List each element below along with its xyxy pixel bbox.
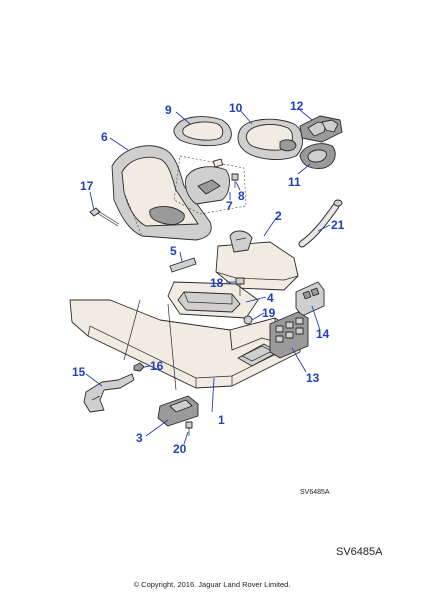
window-switch-part — [299, 115, 343, 143]
callout-18: 18 — [210, 276, 224, 290]
mirror-switch-part — [299, 143, 336, 169]
clip-part — [169, 257, 197, 273]
callout-6: 6 — [101, 130, 108, 144]
callout-21: 21 — [331, 218, 345, 232]
reference-code: SV6485A — [336, 546, 383, 558]
screw-small-part — [185, 421, 193, 436]
callout-8: 8 — [238, 189, 245, 203]
vent-panel-part — [269, 311, 309, 359]
bracket-part — [83, 373, 135, 413]
callout-16: 16 — [150, 359, 164, 373]
callout-12: 12 — [290, 99, 304, 113]
auxiliary-switch-panel-part — [295, 281, 325, 317]
callout-7: 7 — [226, 199, 233, 213]
retaining-clip-part — [243, 315, 253, 325]
callout-labels: 1 2 3 4 5 6 7 8 9 10 11 12 13 14 15 16 1… — [72, 99, 345, 456]
gear-selector-bezel-part — [111, 145, 212, 241]
callout-3: 3 — [136, 431, 143, 445]
callout-13: 13 — [306, 371, 320, 385]
callout-19: 19 — [262, 306, 276, 320]
bolt-part — [89, 207, 120, 227]
copyright-notice: © Copyright, 2016. Jaguar Land Rover Lim… — [133, 580, 291, 589]
gear-selector-assembly-part — [173, 155, 247, 215]
callout-14: 14 — [316, 327, 330, 341]
leader-lines — [85, 109, 331, 445]
callout-5: 5 — [170, 244, 177, 258]
switch-pack-bezel-part — [237, 118, 303, 160]
nut-part — [133, 362, 145, 372]
diagram-reference-code: SV6485A — [300, 489, 330, 496]
upper-trim-bezel-part — [173, 116, 232, 147]
hose-part — [298, 199, 343, 248]
console-body-part — [69, 299, 301, 389]
callout-15: 15 — [72, 365, 86, 379]
callout-1: 1 — [218, 413, 225, 427]
callout-10: 10 — [229, 101, 243, 115]
armrest-lid-part — [215, 230, 299, 291]
callout-2: 2 — [275, 209, 282, 223]
callout-11: 11 — [288, 175, 301, 189]
callout-4: 4 — [267, 291, 274, 305]
callout-17: 17 — [80, 179, 94, 193]
callout-9: 9 — [165, 103, 172, 117]
mounting-bracket-part — [157, 395, 199, 427]
callout-20: 20 — [173, 442, 187, 456]
